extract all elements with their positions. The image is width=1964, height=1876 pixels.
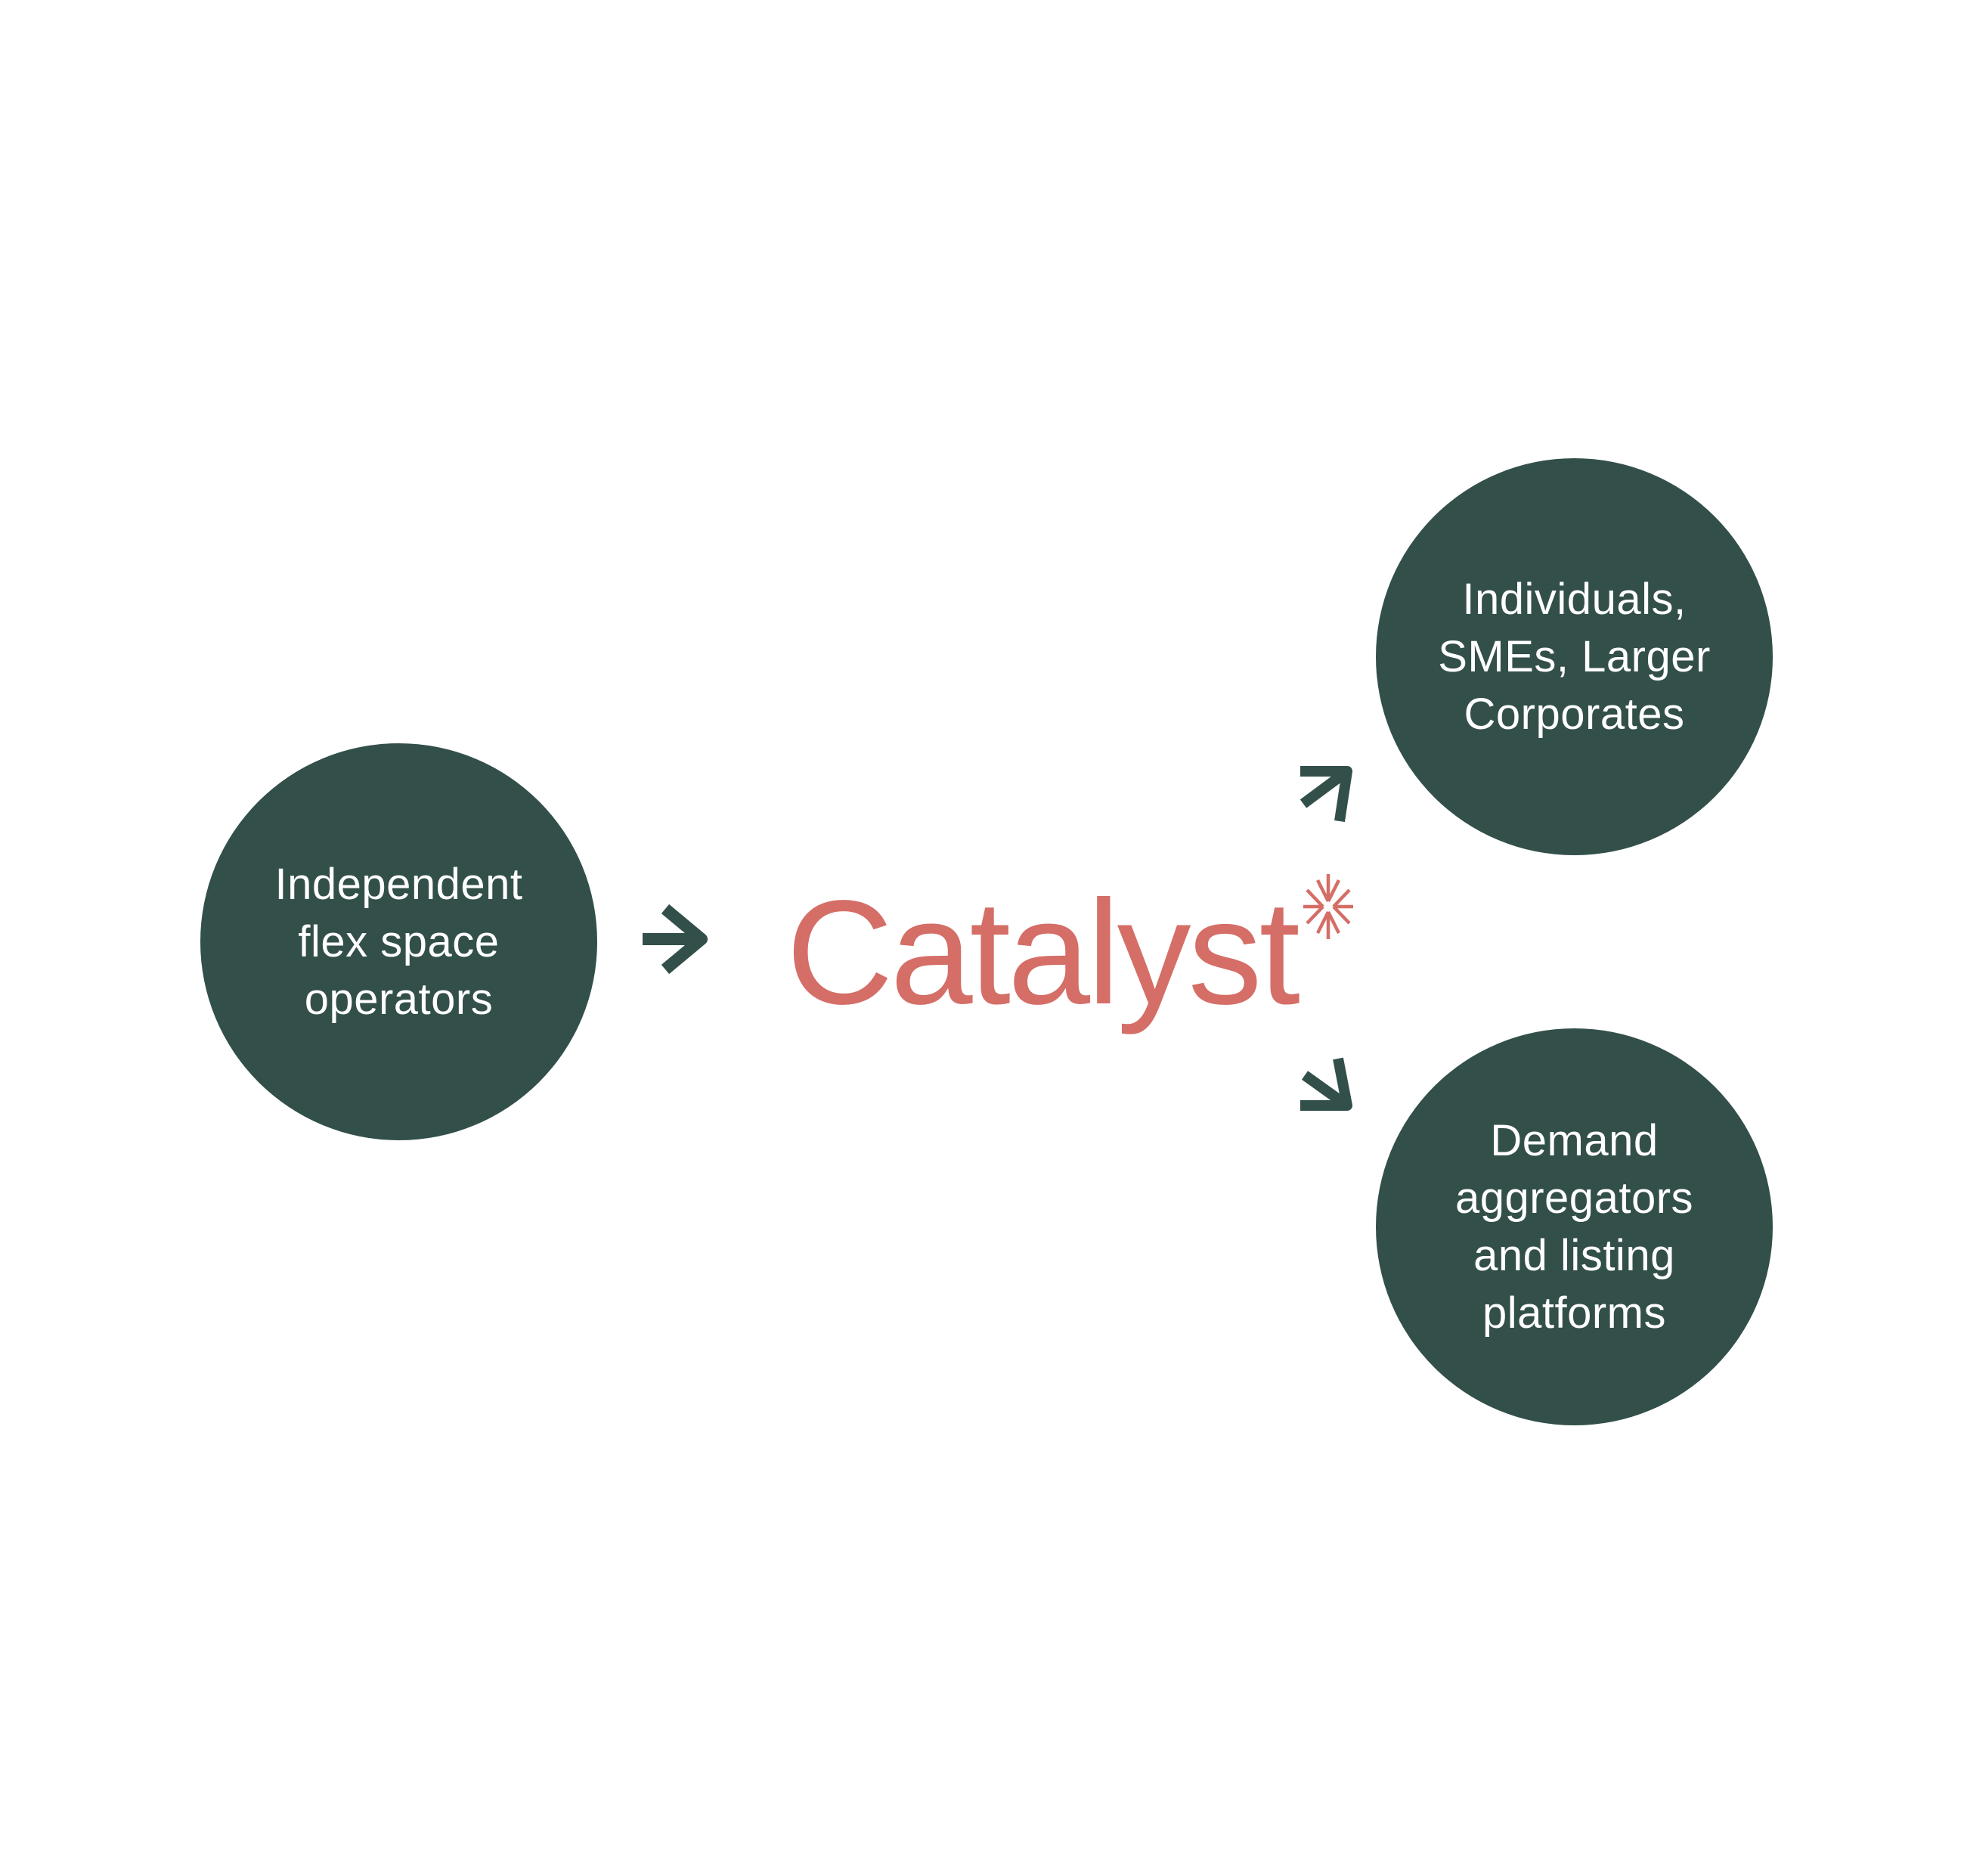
- arrow-down-right-icon: [1300, 1057, 1352, 1111]
- asterisk-burst-icon: [1303, 874, 1354, 939]
- brand-name: Catalyst: [786, 870, 1300, 1035]
- arrow-right-icon: [643, 904, 708, 975]
- target-node-label: Individuals, SMEs, Larger Corporates: [1438, 574, 1711, 739]
- catalyst-logo: Catalyst: [786, 862, 1355, 1027]
- target-node-aggregators: Demand aggregators and listing platforms: [1376, 1028, 1773, 1425]
- arrow-up-right-icon: [1300, 766, 1352, 823]
- source-node-label: Independent flex space operators: [274, 859, 523, 1024]
- target-node-customers: Individuals, SMEs, Larger Corporates: [1376, 458, 1773, 855]
- source-node-flex-space-operators: Independent flex space operators: [200, 743, 597, 1140]
- target-node-label: Demand aggregators and listing platforms: [1454, 1115, 1694, 1338]
